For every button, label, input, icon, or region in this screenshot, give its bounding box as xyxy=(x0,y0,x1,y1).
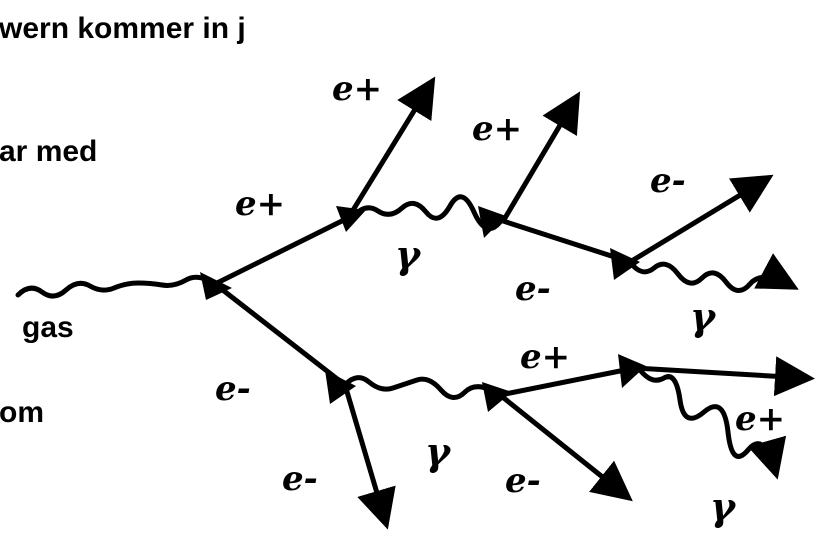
label-right-gamma: γ xyxy=(690,294,717,339)
vertex-arrow-6 xyxy=(482,382,512,412)
label-bottom-left-e-minus: e- xyxy=(282,459,318,499)
label-far-right-e-minus: e- xyxy=(650,161,686,201)
lower-electron-line xyxy=(212,281,348,388)
right-photon-line xyxy=(627,253,799,293)
incoming-photon-line xyxy=(15,274,218,299)
bottom-right-photon-line xyxy=(637,367,787,480)
label-upper-gamma: γ xyxy=(395,232,422,277)
upper-right-positron-line xyxy=(502,91,581,221)
upper-scatter-line xyxy=(347,76,436,218)
label-mid-e-plus: e+ xyxy=(235,184,285,224)
bottom-electron-line xyxy=(497,392,633,502)
text-line-4: om xyxy=(0,396,44,429)
label-lower-center-e-plus: e+ xyxy=(520,337,570,377)
vertex-arrow-2 xyxy=(336,206,366,232)
text-line-3: gas xyxy=(22,311,74,344)
vertex-arrow-4 xyxy=(610,248,640,280)
vertex-arrow-3 xyxy=(478,206,506,238)
label-lower-left-e-minus: e- xyxy=(215,369,251,409)
label-bottom-e-minus: e- xyxy=(505,461,541,501)
label-bottom-far-e-plus: e+ xyxy=(735,399,785,439)
text-line-1: wern kommer in j xyxy=(0,12,246,45)
far-right-electron-line xyxy=(627,174,774,265)
vertex-arrow-5 xyxy=(325,370,356,404)
lower-photon-line xyxy=(342,375,503,400)
label-top-e-plus: e+ xyxy=(332,69,382,109)
upper-center-electron-line xyxy=(497,217,633,265)
bottom-left-electron-line xyxy=(342,382,396,530)
lower-center-positron-line xyxy=(497,365,638,398)
bottom-far-positron-line xyxy=(632,356,815,397)
label-lower-gamma: γ xyxy=(425,429,452,474)
text-line-2: ar med xyxy=(0,135,98,168)
label-bottom-right-gamma: γ xyxy=(710,484,737,529)
vertex-arrow-7 xyxy=(618,354,646,388)
vertex-arrow-1 xyxy=(200,272,232,300)
label-center-e-minus: e- xyxy=(515,269,551,309)
upper-positron-line xyxy=(212,209,363,287)
label-upper-right-e-plus: e+ xyxy=(472,109,522,149)
upper-photon-line xyxy=(352,194,503,232)
